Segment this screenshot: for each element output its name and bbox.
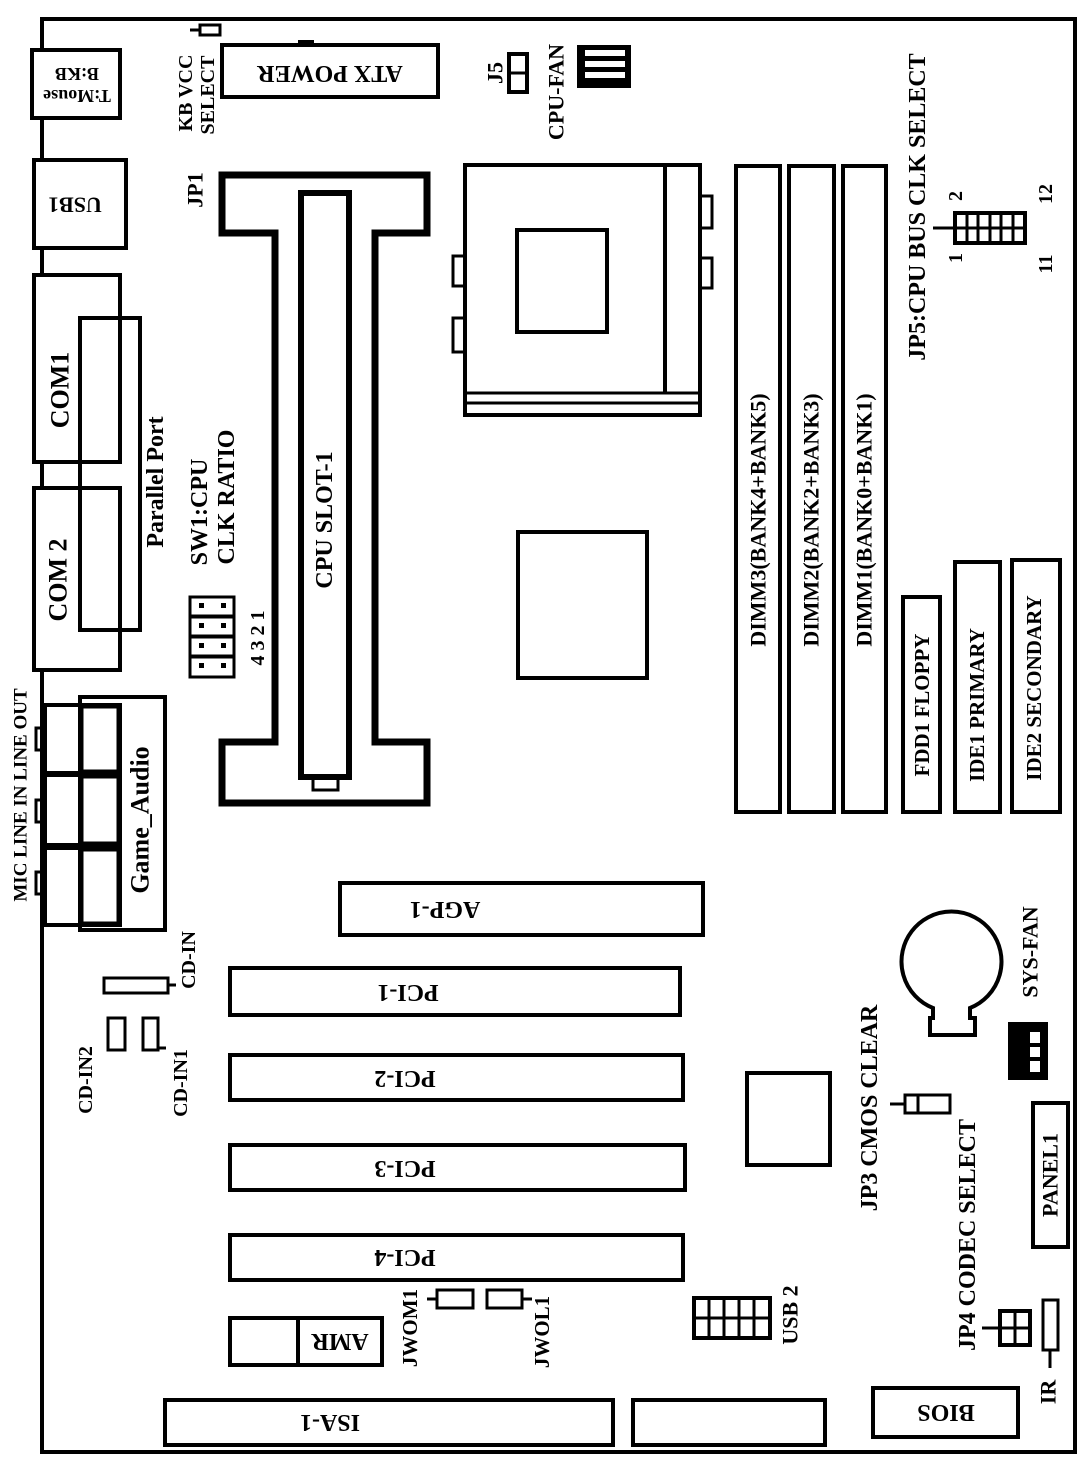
sw1-pin-numbers: 4 3 2 1 [247, 611, 269, 666]
com2-label: COM 2 [44, 538, 73, 621]
pci4-slot: PCI-4 [228, 1233, 685, 1282]
isa1-label: ISA-1 [300, 1409, 360, 1435]
northbridge-chip [516, 530, 649, 680]
cd-in-label: CD-IN [178, 931, 200, 989]
cmos-battery [899, 909, 1004, 1037]
dimm3-slot: DIMM3(BANK4+BANK5) [734, 164, 782, 814]
ide1-connector: IDE1 PRIMARY [953, 560, 1002, 814]
isa-slot-unlabeled [631, 1398, 827, 1447]
mouse-label: T:Mouse [43, 86, 111, 106]
usb1-label: USB1 [48, 193, 102, 218]
cpu-fan-header [577, 45, 631, 88]
panel1-label: PANEL1 [1038, 1133, 1063, 1217]
fdd1-label: FDD1 FLOPPY [910, 634, 934, 777]
sys-fan-label: SYS-FAN [1018, 906, 1043, 997]
agp-label: AGP-1 [410, 896, 481, 922]
fdd1-connector: FDD1 FLOPPY [901, 595, 942, 814]
amr-label: AMR [311, 1328, 369, 1354]
usb1-connector: USB1 [32, 158, 128, 250]
ir-label: IR [1036, 1379, 1061, 1405]
atx-power-label: ATX POWER [257, 60, 403, 86]
board-outline [40, 17, 1077, 1454]
pci3-label: PCI-3 [374, 1155, 435, 1181]
ps2-mouse-kb-connector: T:Mouse B:KB [30, 48, 122, 120]
pci4-label: PCI-4 [374, 1244, 435, 1270]
amr-slot: AMR [228, 1316, 384, 1367]
jp5-pin1-label: 1 [945, 253, 967, 263]
dimm2-slot: DIMM2(BANK2+BANK3) [787, 164, 836, 814]
pci1-label: PCI-1 [377, 979, 438, 1005]
bios-chip: BIOS [871, 1386, 1020, 1439]
jp4-label: JP4 CODEC SELECT [955, 1119, 981, 1351]
jp3-jumper [903, 1093, 952, 1115]
ide2-label: IDE2 SECONDARY [1022, 595, 1046, 780]
sw1-label: SW1:CPU [187, 459, 213, 566]
cd-in2-label: CD-IN2 [75, 1046, 97, 1114]
cpu-slot-label: CPU SLOT-1 [312, 451, 338, 588]
jwol1-label: JWOL1 [530, 1296, 554, 1368]
j5-label: J5 [483, 62, 508, 84]
sys-fan-header [1008, 1022, 1048, 1080]
cd-in2-header [106, 1016, 127, 1052]
cd-in1-header [141, 1016, 160, 1052]
cpu-fan-label: CPU-FAN [544, 44, 569, 140]
audio-jacks: Game_Audio [34, 695, 167, 932]
atx-power-connector: ATX POWER [220, 40, 440, 99]
parallel-port [78, 316, 142, 632]
jp5-pin2-label: 2 [945, 191, 967, 201]
ide2-connector: IDE2 SECONDARY [1010, 558, 1062, 814]
kb-vcc-jumper [198, 23, 222, 37]
jp5-header [933, 211, 1027, 245]
cpu-slot-1: CPU SLOT-1 [218, 171, 431, 807]
jp5-pin11-label: 11 [1035, 255, 1057, 274]
cpu-socket [451, 163, 714, 417]
jwom1-label: JWOM1 [398, 1289, 422, 1367]
southbridge-chip [745, 1071, 832, 1167]
ir-header [1041, 1298, 1060, 1352]
jp5-pin12-label: 12 [1035, 184, 1057, 204]
jp4-jumper [998, 1309, 1032, 1347]
com2-connector: COM 2 [32, 486, 122, 672]
jwol1-header [485, 1288, 524, 1310]
agp-slot: AGP-1 [338, 881, 705, 937]
bios-label: BIOS [917, 1399, 974, 1425]
pci2-label: PCI-2 [374, 1065, 435, 1091]
cd-in-header [102, 976, 170, 995]
sw1-dip-switch [188, 595, 236, 679]
jp3-label: JP3 CMOS CLEAR [857, 1004, 883, 1211]
audio-jacks-label: MIC LINE IN LINE OUT [11, 688, 32, 902]
dimm3-label: DIMM3(BANK4+BANK5) [746, 393, 771, 646]
ide1-label: IDE1 PRIMARY [965, 628, 989, 782]
game-audio-label: Game_Audio [126, 746, 155, 893]
usb2-header [692, 1296, 772, 1340]
sw1-clk-ratio-label: CLK RATIO [214, 430, 240, 565]
isa1-slot: ISA-1 [163, 1398, 615, 1447]
jp1-label: JP1 [183, 172, 208, 207]
dimm1-slot: DIMM1(BANK0+BANK1) [841, 164, 888, 814]
parallel-port-label: Parallel Port [143, 416, 169, 547]
jp5-label: JP5:CPU BUS CLK SELECT [905, 53, 931, 360]
pci1-slot: PCI-1 [228, 966, 682, 1017]
com1-label: COM1 [46, 352, 75, 429]
panel1-header: PANEL1 [1031, 1101, 1070, 1249]
pci3-slot: PCI-3 [228, 1143, 687, 1192]
dimm2-label: DIMM2(BANK2+BANK3) [799, 393, 824, 646]
kb-vcc-label: KB VCC [175, 55, 197, 132]
kb-label: B:KB [55, 64, 99, 84]
dimm1-label: DIMM1(BANK0+BANK1) [852, 393, 877, 646]
usb2-label: USB 2 [778, 1285, 803, 1344]
jwom1-header [435, 1288, 475, 1310]
kb-vcc-select-label: SELECT [197, 55, 219, 135]
com1-connector: COM1 [32, 273, 122, 464]
cd-in1-label: CD-IN1 [170, 1049, 192, 1117]
pci2-slot: PCI-2 [228, 1053, 685, 1102]
